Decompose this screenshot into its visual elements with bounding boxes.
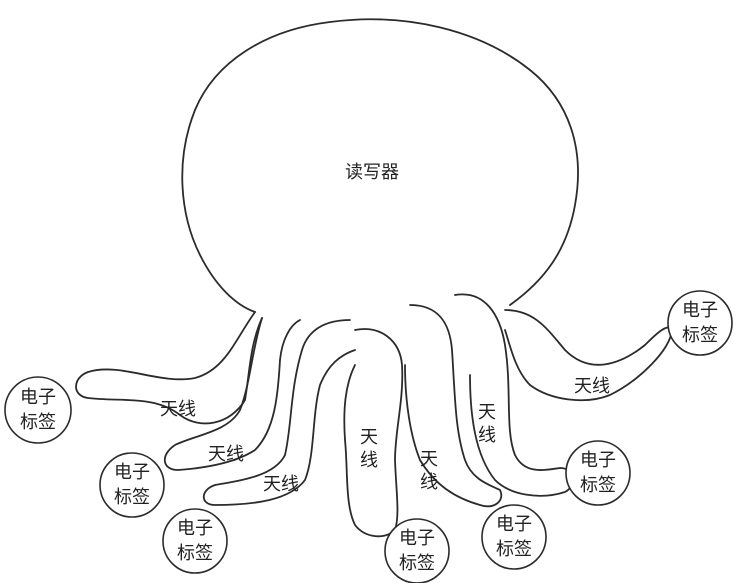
electronic-tags: 电子 标签 电子 标签 电子 标签 电子 标签 电子 标签 电子 标签 bbox=[4, 290, 733, 583]
svg-text:标签: 标签 bbox=[496, 539, 532, 560]
svg-text:标签: 标签 bbox=[399, 553, 435, 574]
svg-text:电子: 电子 bbox=[682, 300, 718, 321]
svg-text:电子: 电子 bbox=[399, 528, 435, 549]
svg-text:电子: 电子 bbox=[580, 450, 616, 471]
antenna-tentacle-5 bbox=[404, 304, 503, 508]
antenna-label-5: 天 线 bbox=[420, 449, 438, 493]
antenna-label-7: 天 线 bbox=[478, 402, 496, 446]
antenna-label-6: 天线 bbox=[574, 376, 610, 397]
electronic-tag-7: 电子 标签 bbox=[667, 290, 733, 356]
electronic-tag-5: 电子 标签 bbox=[481, 504, 547, 570]
electronic-tag-4: 电子 标签 bbox=[384, 518, 450, 583]
svg-text:天: 天 bbox=[360, 427, 378, 448]
svg-text:天: 天 bbox=[420, 449, 438, 470]
svg-text:线: 线 bbox=[420, 472, 438, 493]
svg-text:标签: 标签 bbox=[114, 487, 150, 508]
antenna-label-3: 天线 bbox=[263, 474, 299, 495]
svg-text:电子: 电子 bbox=[20, 387, 56, 408]
svg-text:天: 天 bbox=[478, 402, 496, 423]
antenna-label-1: 天线 bbox=[160, 399, 196, 420]
antenna-tentacle-6 bbox=[454, 293, 574, 497]
svg-text:标签: 标签 bbox=[177, 543, 213, 564]
svg-text:线: 线 bbox=[360, 450, 378, 471]
svg-text:电子: 电子 bbox=[177, 518, 213, 539]
electronic-tag-3: 电子 标签 bbox=[162, 508, 228, 574]
svg-text:标签: 标签 bbox=[682, 325, 718, 346]
svg-text:电子: 电子 bbox=[496, 514, 532, 535]
electronic-tag-1: 电子 标签 bbox=[4, 376, 72, 444]
reader-head: 读写器 bbox=[181, 18, 579, 313]
antenna-label-4: 天 线 bbox=[360, 427, 378, 471]
electronic-tag-2: 电子 标签 bbox=[99, 452, 165, 518]
svg-text:标签: 标签 bbox=[580, 475, 616, 496]
svg-text:标签: 标签 bbox=[20, 412, 56, 433]
antenna-tentacle-3 bbox=[202, 319, 356, 506]
antenna-tentacle-2 bbox=[163, 317, 301, 471]
antenna-tentacle-1 bbox=[75, 311, 263, 425]
svg-text:线: 线 bbox=[478, 425, 496, 446]
svg-text:电子: 电子 bbox=[114, 462, 150, 483]
reader-label: 读写器 bbox=[345, 162, 399, 183]
antenna-label-2: 天线 bbox=[208, 444, 244, 465]
antenna-labels: 天线 天线 天线 天线 天 线 天 线 天 线 bbox=[160, 376, 610, 495]
electronic-tag-6: 电子 标签 bbox=[565, 440, 631, 506]
antenna-tentacles bbox=[75, 293, 673, 538]
